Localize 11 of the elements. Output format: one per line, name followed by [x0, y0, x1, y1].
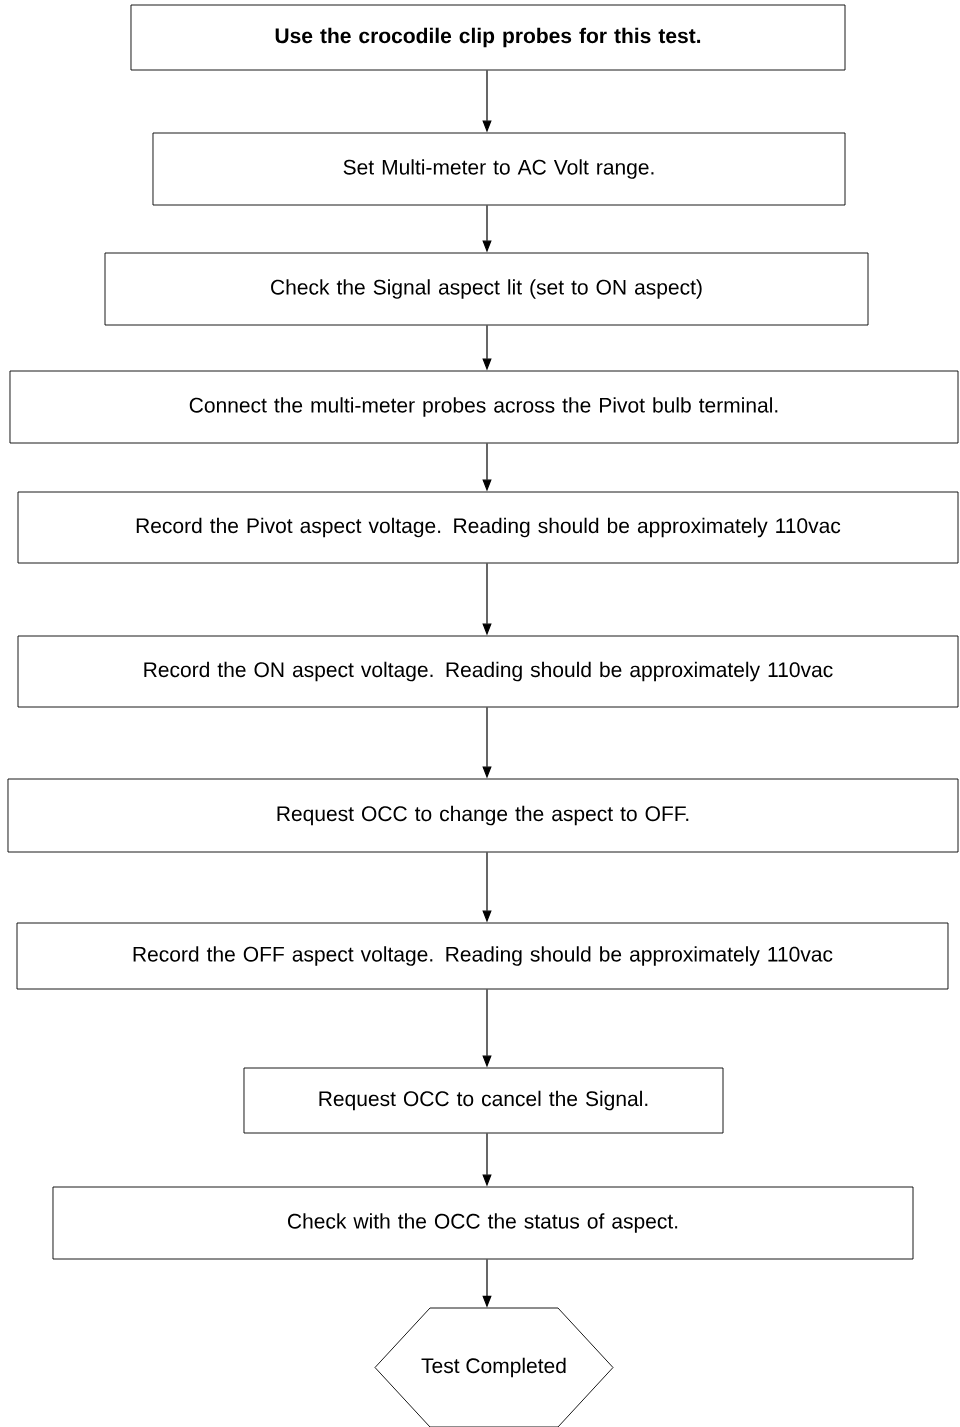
process-box: Request OCC to change the aspect to OFF. — [7, 778, 959, 853]
process-box: Record the OFF aspect voltage. Reading should be approximately 110vac — [16, 922, 949, 990]
process-box: Connect the multi-meter probes across the Pivot bulb terminal. — [9, 370, 959, 444]
end-hexagon: Test Completed — [374, 1307, 614, 1427]
process-box: Check the Signal aspect lit (set to ON aspect) — [104, 252, 869, 326]
process-box: Record the Pivot aspect voltage. Reading should be approximately 110vac — [17, 491, 959, 564]
process-box: Set Multi-meter to AC Volt range. — [152, 132, 846, 206]
process-box: Use the crocodile clip probes for this test. — [130, 4, 846, 71]
process-box: Record the ON aspect voltage. Reading should be approximately 110vac — [17, 635, 959, 708]
process-box: Request OCC to cancel the Signal. — [243, 1067, 724, 1134]
process-box: Check with the OCC the status of aspect. — [52, 1186, 914, 1260]
